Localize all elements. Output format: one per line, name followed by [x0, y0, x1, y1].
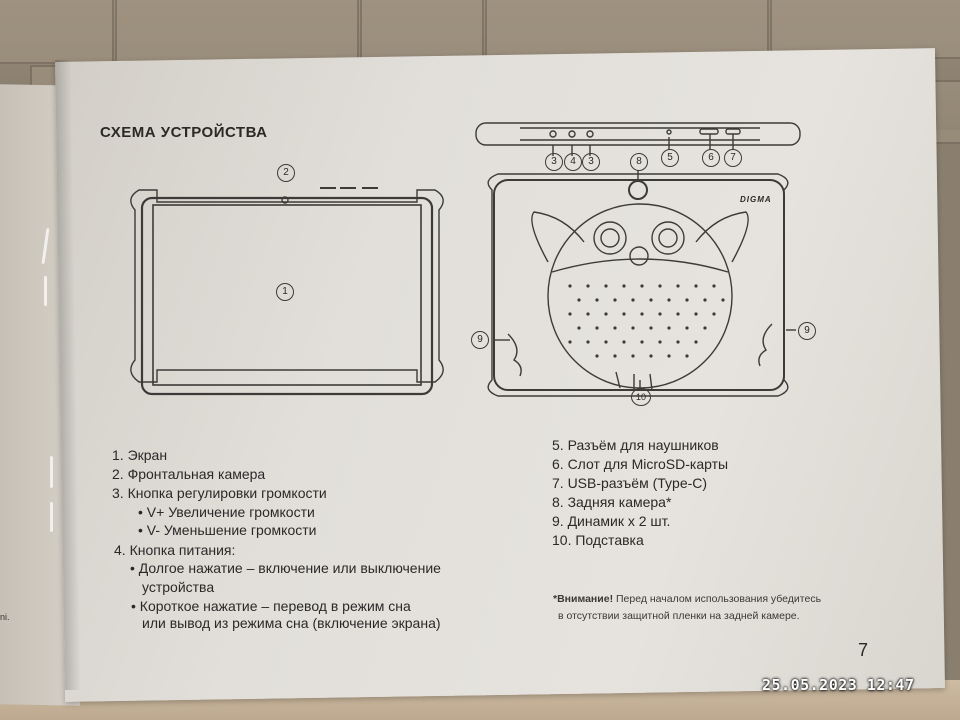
owl-dot: [685, 298, 689, 302]
owl-dot: [568, 340, 572, 344]
list-item: устройства: [142, 579, 215, 595]
owl-dot: [568, 312, 572, 316]
callout-volume-right: 3: [582, 153, 600, 171]
page-title: СХЕМА УСТРОЙСТВА: [100, 124, 268, 141]
warning-note-line2: в отсутствии защитной пленки на задней к…: [558, 610, 800, 622]
callout-speaker-left: 9: [471, 331, 489, 349]
owl-dot: [676, 284, 680, 288]
speaker-grille-left: [507, 333, 522, 377]
list-item: 8. Задняя камера*: [552, 494, 672, 510]
owl-dot: [703, 298, 707, 302]
owl-dot: [622, 284, 626, 288]
owl-dot: [577, 298, 581, 302]
owl-dot: [568, 284, 572, 288]
list-item: • Короткое нажатие – перевод в режим сна: [131, 598, 411, 614]
owl-dot: [676, 340, 680, 344]
page-number: 7: [858, 640, 869, 660]
owl-dot: [640, 340, 644, 344]
list-item: 6. Слот для MicroSD-карты: [552, 456, 729, 472]
owl-dot: [667, 326, 671, 330]
callout-front-camera: 2: [277, 164, 295, 182]
list-item: • V+ Увеличение громкости: [138, 504, 315, 520]
list-item: 10. Подставка: [552, 532, 644, 548]
owl-dot: [595, 354, 599, 358]
rear-camera-ring: [628, 180, 648, 200]
owl-dot: [577, 326, 581, 330]
callout-front-screen: 1: [276, 283, 294, 301]
owl-dot-pattern: [568, 284, 725, 358]
owl-dot: [604, 340, 608, 344]
owl-dot: [721, 298, 725, 302]
owl-dot: [586, 284, 590, 288]
callout-usb: 7: [724, 149, 742, 167]
tablet-top-edge: [475, 122, 801, 156]
callout-power: 4: [564, 153, 582, 171]
callout-volume-left: 3: [545, 153, 563, 171]
owl-dot: [622, 340, 626, 344]
list-item: • V- Уменьшение громкости: [138, 522, 317, 538]
warning-text: Перед началом использования убедитесь: [613, 593, 822, 605]
owl-dot: [631, 298, 635, 302]
owl-dot: [649, 326, 653, 330]
list-item: 3. Кнопка регулировки громкости: [112, 485, 327, 501]
owl-dot: [586, 312, 590, 316]
owl-dot: [676, 312, 680, 316]
owl-dot: [712, 284, 716, 288]
list-item: или вывод из режима сна (включение экран…: [142, 615, 441, 631]
list-item: 5. Разъём для наушников: [552, 437, 719, 453]
left-page-text-fragment: ni.: [0, 612, 10, 622]
owl-dot: [667, 354, 671, 358]
owl-dot: [694, 340, 698, 344]
owl-dot: [640, 312, 644, 316]
callout-stand: 10: [631, 388, 651, 406]
owl-dot: [595, 326, 599, 330]
owl-dot: [685, 354, 689, 358]
owl-dot: [613, 298, 617, 302]
owl-dot: [631, 326, 635, 330]
owl-dot: [604, 312, 608, 316]
owl-dot: [649, 354, 653, 358]
owl-dot: [595, 298, 599, 302]
warning-label: *Внимание!: [553, 593, 614, 605]
list-item: 2. Фронтальная камера: [112, 466, 266, 482]
callout-rear-camera: 8: [630, 153, 648, 171]
owl-dot: [613, 354, 617, 358]
brand-logo: DIGMA: [740, 195, 772, 204]
warning-note: *Внимание! Перед началом использования у…: [553, 593, 821, 605]
owl-dot: [649, 298, 653, 302]
owl-dot: [658, 284, 662, 288]
owl-dot: [703, 326, 707, 330]
owl-dot: [658, 312, 662, 316]
owl-dot: [658, 340, 662, 344]
owl-dot: [667, 298, 671, 302]
owl-dot: [694, 312, 698, 316]
front-camera-dot: [281, 196, 289, 204]
callout-speaker-right: 9: [798, 322, 816, 340]
photo-timestamp: 25.05.2023 12:47: [762, 676, 915, 694]
owl-dot: [694, 284, 698, 288]
list-item: 7. USB-разъём (Type-C): [552, 475, 708, 491]
list-item: • Долгое нажатие – включение или выключе…: [130, 560, 441, 576]
list-item: 4. Кнопка питания:: [114, 542, 236, 558]
owl-dot: [685, 326, 689, 330]
owl-dot: [640, 284, 644, 288]
owl-dot: [604, 284, 608, 288]
owl-dot: [631, 354, 635, 358]
speaker-grille-right: [758, 323, 773, 367]
owl-dot: [622, 312, 626, 316]
binding-stitch: [44, 276, 47, 306]
list-item: 9. Динамик х 2 шт.: [552, 513, 671, 529]
owl-back-cover: [531, 203, 749, 391]
tablet-back-outline: [487, 173, 789, 397]
callout-headphones: 5: [661, 149, 679, 167]
list-item: 1. Экран: [112, 447, 168, 463]
binding-stitch: [50, 456, 53, 488]
owl-dot: [613, 326, 617, 330]
callout-microsd: 6: [702, 149, 720, 167]
binding-stitch: [50, 502, 53, 532]
owl-dot: [586, 340, 590, 344]
owl-dot: [712, 312, 716, 316]
